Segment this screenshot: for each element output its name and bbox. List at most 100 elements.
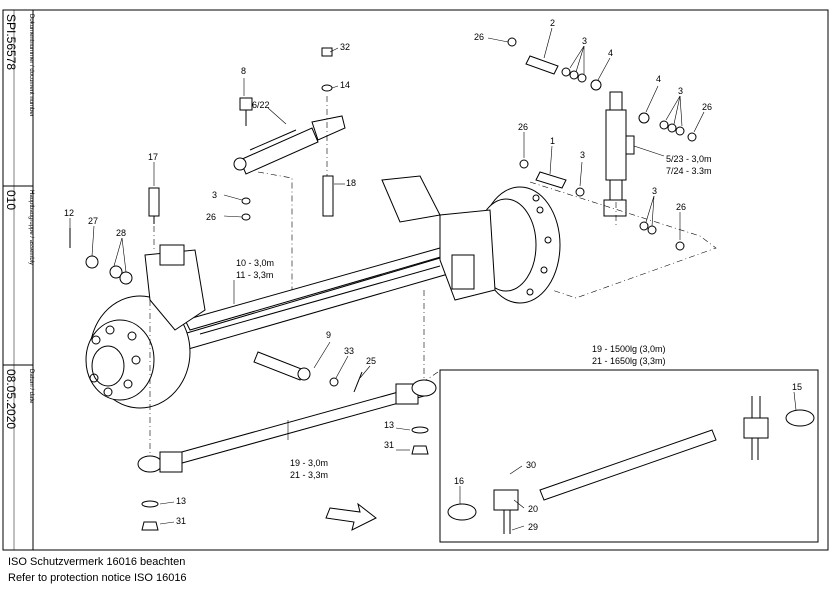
callout-20: 20 (528, 504, 538, 514)
callout-32: 32 (340, 42, 350, 52)
pin-2 (525, 55, 559, 75)
callout-33: 33 (344, 346, 354, 356)
tie-rod (137, 379, 437, 473)
leader-line (665, 95, 681, 121)
dash-cylinder-link (529, 181, 717, 299)
inset-title-line2: 21 - 1650lg (3,3m) (592, 356, 666, 366)
leader-line (113, 237, 123, 267)
washers-3a (561, 67, 587, 83)
nut-31b (141, 521, 159, 531)
ring-28b (119, 271, 133, 285)
ring-4a (590, 79, 602, 91)
leader-line (679, 95, 683, 127)
callout-26: 26 (474, 32, 484, 42)
left-knuckle (144, 244, 206, 331)
leader-line (645, 85, 659, 113)
ring-26c (519, 159, 529, 169)
callout-26: 26 (702, 102, 712, 112)
callout-21: 21 - 3,3m (290, 470, 328, 480)
leader-line (645, 195, 655, 223)
callout-4: 4 (656, 74, 661, 84)
washer-13a (411, 426, 429, 434)
callout-27: 27 (88, 216, 98, 226)
callout-14: 14 (340, 80, 350, 90)
callout-3: 3 (652, 186, 657, 196)
leader-line (335, 355, 349, 379)
ring-26e (675, 241, 685, 251)
leader-line (159, 501, 175, 505)
callout-8: 8 (241, 66, 246, 76)
leader-line (159, 521, 175, 525)
assembly-label: Hauptbaugruppe / assembly (28, 190, 34, 266)
callout-2: 2 (550, 18, 555, 28)
ring-26a (507, 37, 517, 47)
leader-line (331, 85, 339, 89)
leader-line (223, 215, 243, 218)
callout-13: 13 (176, 496, 186, 506)
leader-line (597, 57, 611, 81)
washer-14 (321, 84, 333, 92)
inset-title-line1: 19 - 1500lg (3,0m) (592, 344, 666, 354)
assembly-number: 010 (4, 190, 18, 211)
callout-18: 18 (346, 178, 356, 188)
leader-line (549, 145, 553, 175)
screw-25 (353, 371, 363, 393)
lift-cylinder (603, 91, 635, 217)
callout-26: 26 (518, 122, 528, 132)
leader-line (651, 195, 655, 227)
callout-7-24: 7/24 - 3.3m (666, 166, 712, 176)
direction-arrow (325, 502, 377, 531)
callout-9: 9 (326, 330, 331, 340)
callout-4: 4 (608, 48, 613, 58)
document-number: SPI.56578 (4, 14, 18, 71)
callout-1: 1 (550, 136, 555, 146)
bolt-8 (239, 97, 253, 126)
callout-30: 30 (526, 460, 536, 470)
leader-line (91, 225, 95, 257)
right-knuckle (381, 175, 496, 301)
washers-3e (639, 221, 657, 235)
callout-26: 26 (676, 202, 686, 212)
ring-27 (85, 255, 99, 269)
leader-line (579, 161, 583, 187)
callout-5-23: 5/23 - 3,0m (666, 154, 712, 164)
leader-line (543, 27, 553, 59)
sheet-border (2, 9, 829, 551)
callout-26: 26 (206, 212, 216, 222)
callout-15: 15 (792, 382, 802, 392)
callout-19: 19 - 3,0m (290, 458, 328, 468)
leader-line (395, 427, 411, 431)
callout-13: 13 (384, 420, 394, 430)
leader-line (313, 341, 331, 369)
leader-line (693, 111, 705, 133)
callout-6-22: 6/22 (252, 100, 270, 110)
washer-13b (141, 500, 159, 508)
callout-17: 17 (148, 152, 158, 162)
nut-31a (411, 445, 429, 455)
leader-line (329, 47, 339, 53)
callout-29: 29 (528, 522, 538, 532)
callout-16: 16 (454, 476, 464, 486)
ring-3d (241, 197, 251, 205)
axle-beam (169, 247, 449, 353)
ring-26d (241, 213, 251, 221)
steering-cylinder (233, 115, 346, 175)
callout-11: 11 - 3,3m (236, 270, 273, 280)
pin-17 (148, 187, 160, 224)
leader-line (359, 365, 371, 379)
callout-31: 31 (176, 516, 186, 526)
leader-line (569, 45, 585, 69)
callout-3: 3 (212, 190, 217, 200)
leader-line (487, 37, 509, 43)
dash-cylinder-link (257, 171, 293, 290)
callout-28: 28 (116, 228, 126, 238)
leader-line (575, 45, 585, 73)
leader-line (673, 95, 681, 125)
nut-33 (329, 377, 339, 387)
nut-32 (321, 47, 333, 57)
callout-31: 31 (384, 440, 394, 450)
ring-28a (109, 265, 123, 279)
date-label: Datum / date (28, 369, 34, 404)
left-hub (85, 295, 191, 409)
